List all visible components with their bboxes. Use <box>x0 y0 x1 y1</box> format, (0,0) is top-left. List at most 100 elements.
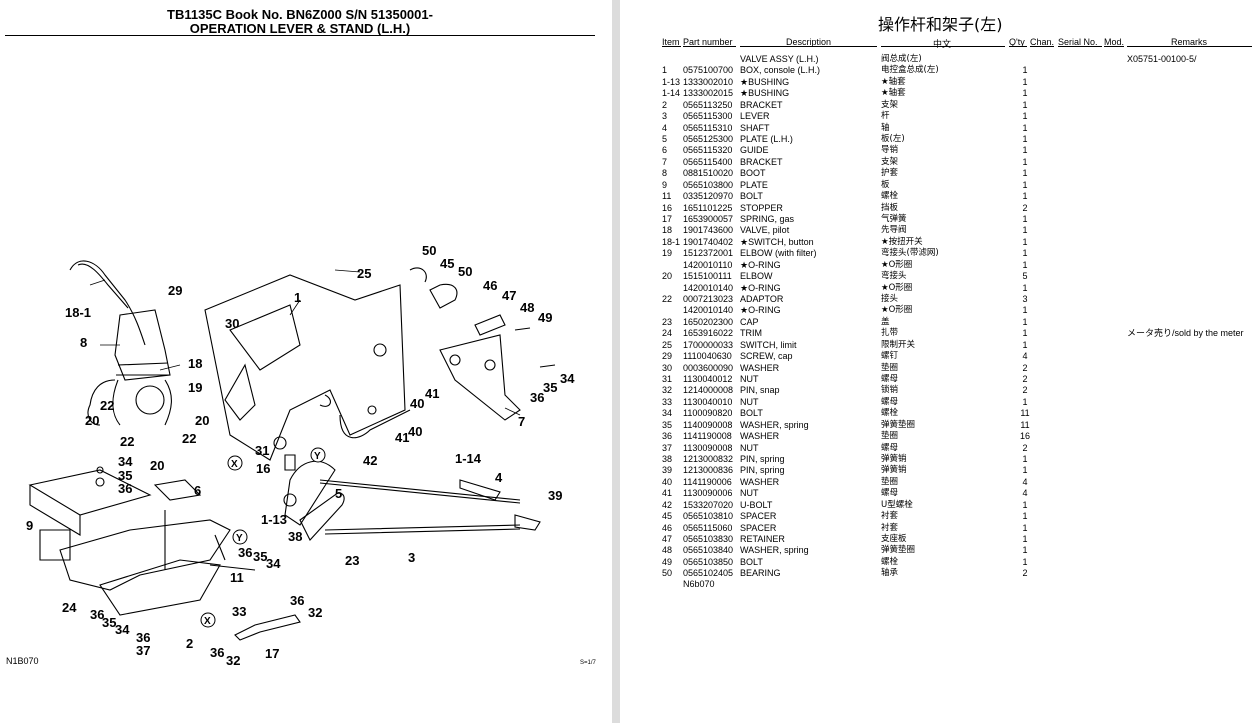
callout-36b: 36 <box>118 481 132 496</box>
cell-desc: PIN, spring <box>740 454 785 465</box>
cell-pn: 0007213023 <box>683 294 734 305</box>
cell-qty: 1 <box>1022 145 1028 156</box>
cell-desc: VALVE, pilot <box>740 225 790 236</box>
cell-pn: 0565102405 <box>683 568 734 579</box>
cell-cn: 螺栓 <box>881 191 899 202</box>
cell-item: 18 <box>662 225 673 236</box>
cell-cn: 扎带 <box>881 328 899 339</box>
cell-cn: 垫圈 <box>881 476 899 487</box>
callout-40b: 40 <box>408 424 422 439</box>
cell-cn: 轴承 <box>881 568 899 579</box>
cell-item: 23 <box>662 316 673 327</box>
cell-desc: STOPPER <box>740 202 783 213</box>
cell-desc: BRACKET <box>740 156 783 167</box>
cell-qty: 3 <box>1022 294 1028 305</box>
callout-22c: 22 <box>182 431 196 446</box>
cell-pn: 1651101225 <box>683 202 733 213</box>
callout-1: 1 <box>294 290 301 305</box>
cell-pn: 1130040012 <box>683 374 733 385</box>
header-underline <box>1058 46 1102 47</box>
callout-40a: 40 <box>410 396 424 411</box>
cell-desc: BOX, console (L.H.) <box>740 65 821 76</box>
cell-cn: 锁销 <box>881 385 899 396</box>
cell-cn: 螺栓 <box>881 556 899 567</box>
cell-qty: 1 <box>1022 328 1028 339</box>
cell-pn: 1700000033 <box>683 339 734 350</box>
callout-16: 16 <box>256 461 270 476</box>
cell-qty: 1 <box>1022 111 1028 122</box>
cell-qty: 4 <box>1022 488 1028 499</box>
cell-item: 6 <box>662 145 668 156</box>
callout-36a: 36 <box>530 390 544 405</box>
ref-x-lower: X <box>204 616 211 627</box>
cell-pn: 0565103810 <box>683 511 734 522</box>
callout-5: 5 <box>335 486 342 501</box>
cell-pn: 1333002010 <box>683 76 734 87</box>
cell-item: 7 <box>662 156 668 167</box>
header-part-number: Part number <box>683 37 733 47</box>
cell-item: 25 <box>662 339 673 350</box>
right-footer-code: N6b070 <box>683 579 715 589</box>
cell-qty: 2 <box>1022 385 1028 396</box>
cell-item: 36 <box>662 431 673 442</box>
cell-pn: 1653916022 <box>683 328 734 339</box>
cell-cn: 支架 <box>881 99 899 110</box>
cell-desc: SCREW, cap <box>740 351 793 362</box>
cell-qty: 1 <box>1022 339 1028 350</box>
cell-desc: PLATE (L.H.) <box>740 134 793 144</box>
cell-item: 34 <box>662 408 673 419</box>
cell-item: 1-13 <box>662 76 681 87</box>
cell-qty: 2 <box>1022 362 1028 373</box>
cell-item: 11 <box>662 191 672 202</box>
cell-qty: 4 <box>1022 476 1028 487</box>
callout-47: 47 <box>502 288 516 303</box>
cell-desc: LEVER <box>740 111 770 122</box>
cell-desc: WASHER <box>740 431 780 442</box>
cell-pn: 0565115310 <box>683 122 733 133</box>
cell-cn: 螺母 <box>881 374 899 385</box>
header-underline <box>881 46 1005 47</box>
callout-22b: 22 <box>120 434 134 449</box>
cell-desc: WASHER, spring <box>740 419 809 430</box>
cell-cn: ★按扭开关 <box>881 236 923 247</box>
callout-35a: 35 <box>543 380 557 395</box>
callout-18-1: 18-1 <box>65 305 91 320</box>
cell-qty: 16 <box>1020 431 1031 442</box>
callout-2: 2 <box>186 636 193 651</box>
cell-pn: 0565103840 <box>683 545 734 556</box>
cell-desc: ★O-RING <box>740 305 781 316</box>
header-underline <box>1009 46 1027 47</box>
cell-qty: 1 <box>1022 179 1028 190</box>
cell-pn: 1650202300 <box>683 316 734 327</box>
cell-cn: 弯接头(带滤网) <box>881 248 939 259</box>
cell-pn: 1110040630 <box>683 351 732 362</box>
callout-3: 3 <box>408 550 415 565</box>
cell-pn: 1533207020 <box>683 499 734 510</box>
cell-item: 32 <box>662 385 673 396</box>
cell-cn: 阀总成(左) <box>881 54 922 64</box>
cell-desc: PIN, spring <box>740 465 785 476</box>
cell-desc: ADAPTOR <box>740 294 784 305</box>
cell-cn: 板 <box>881 179 890 190</box>
cell-item: 41 <box>662 488 673 499</box>
cell-pn: 1213000836 <box>683 465 734 476</box>
callout-48: 48 <box>520 300 534 315</box>
cell-cn: 杆 <box>881 111 890 122</box>
cell-desc: PLATE <box>740 179 768 190</box>
cell-pn: 0565103830 <box>683 534 734 545</box>
cell-qty: 1 <box>1022 511 1028 522</box>
cell-cn: ★轴套 <box>881 88 906 99</box>
exploded-parts-diagram: 18-1 29 8 18 19 30 1 20 22 20 22 22 20 2… <box>26 243 575 668</box>
cell-pn: 1130040010 <box>683 396 733 407</box>
cell-item: 49 <box>662 556 673 567</box>
cell-cn: 挡板 <box>881 202 899 213</box>
callout-19: 19 <box>188 380 202 395</box>
callout-50a: 50 <box>422 243 436 258</box>
cell-qty: 1 <box>1022 134 1028 144</box>
cell-pn: 0565115300 <box>683 111 733 122</box>
header-chan: Chan. <box>1030 37 1055 47</box>
callout-36e: 36 <box>290 593 304 608</box>
cell-desc: NUT <box>740 374 759 385</box>
cell-desc: SPACER <box>740 522 777 533</box>
callout-24: 24 <box>62 600 77 615</box>
